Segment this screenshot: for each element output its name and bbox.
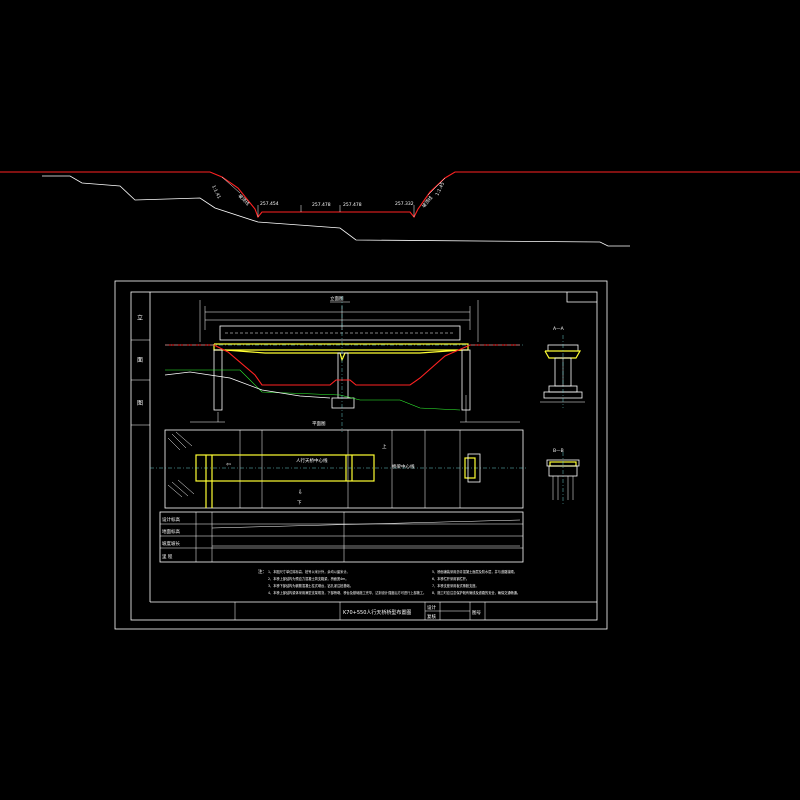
section-b-label: B—B [553,448,564,454]
plan-text-1: 人行天桥中心线 [296,457,328,464]
elevation-1: 257.454 [260,201,279,207]
note-right-1: 5、桥面铺装采用沥青混凝土面层及防水层，并与道路接顺。 [432,569,517,574]
plan-arrow-down: ⇩ [298,489,303,496]
road-profile: 1:1.41 坡顶线 1:1.45 坡顶线 257.454 257.478 25… [0,171,800,247]
designer-label: 设计 [427,604,436,611]
slope-left-ratio: 1:1.41 [210,184,222,200]
deck-upper [219,325,461,341]
profile-ground-line [42,175,630,247]
center-pier [337,352,349,399]
note-left-4: 4、本桥上部结构梁体采用满堂支架现浇，下部桥墩、桥台及基础施工完毕，达到设计强度… [268,590,426,595]
elevation-red-line [165,344,520,386]
notes: 注： 1、本图尺寸单位除标高、桩号以米计外，余均以厘米计。 2、本桥上部结构为预… [258,568,520,595]
side-label-3: 图 [137,400,143,407]
profile-design-line [0,171,800,219]
reviewer-label: 复核 [427,613,436,620]
plan-arrow-left: ⇦ [226,461,231,468]
pier-footing [331,397,355,409]
note-left-3: 3、本桥下部结构为钢筋混凝土柱式墩台，钻孔灌注桩基础。 [268,583,353,588]
drawing-no-label: 图号 [472,610,481,616]
title-block-title: K70+550人行天桥桥型布置图 [343,609,411,616]
section-a-label: A—A [553,326,565,332]
plan-text-2: 桥梁中心线 [392,463,415,470]
side-label-1: 立 [137,314,143,322]
note-right-4: 8、施工时应注意保护既有管线及道路的安全，确保交通畅通。 [432,590,520,595]
note-right-2: 6、本桥栏杆采用钢栏杆。 [432,576,469,581]
notes-title: 注： [258,568,267,575]
plan-view: 平面图 人行天桥中心线 桥梁中心线 ⇦ ⇩ 下 上 [150,421,528,509]
section-b-b: B—B [546,448,580,505]
table-row-label-1: 设计标高 [162,516,180,523]
sheet-outer-border [114,280,608,630]
left-abutment [213,349,223,411]
elevation-header: 立面图 [330,295,344,302]
slope-right-ratio: 1:1.45 [434,181,446,197]
drawing-sheet: 立 面 图 [114,280,608,630]
plan-label-down: 下 [297,500,302,506]
title-block: K70+550人行天桥桥型布置图 设计 复核 图号 [150,601,597,620]
sheet-inner-border [130,291,598,621]
table-row-label-4: 里 程 [162,553,173,560]
note-left-1: 1、本图尺寸单位除标高、桩号以米计外，余均以厘米计。 [268,569,350,574]
section-a-a: A—A [540,326,585,408]
elevation-4: 257.332 [395,201,414,207]
elevation-2: 257.478 [312,202,331,208]
plan-road-area [164,429,524,509]
elevation-3: 257.478 [343,202,362,208]
side-label-2: 面 [137,357,143,364]
plan-label-up: 上 [382,443,387,450]
table-frame [159,511,524,563]
table-row-label-2: 地面标高 [162,528,180,535]
profile-table: 设计标高 地面标高 坡度坡长 里 程 [159,511,524,563]
table-row-label-3: 坡度坡长 [162,540,180,547]
plan-header: 平面图 [312,421,326,427]
elevation-view: 立面图 [164,295,525,432]
note-right-3: 7、本桥支座采用板式橡胶支座。 [432,583,479,588]
note-left-2: 2、本桥上部结构为预应力混凝土简支箱梁，桥面宽4m。 [268,576,348,581]
